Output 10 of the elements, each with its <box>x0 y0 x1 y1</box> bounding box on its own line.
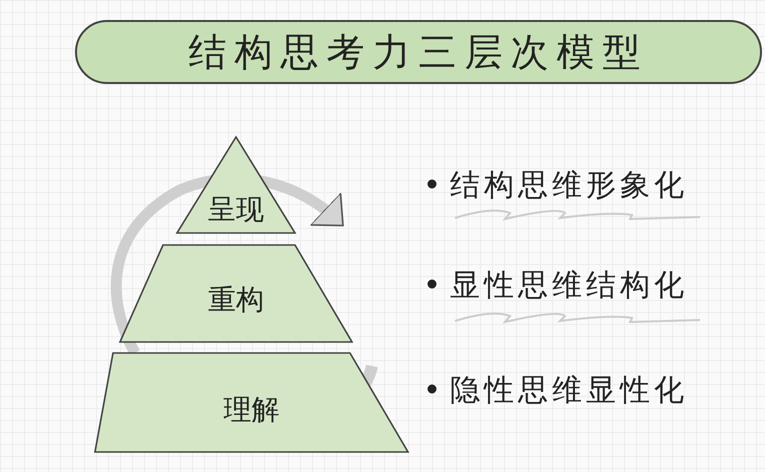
bullet-text: 结构思维形象化 <box>450 167 688 205</box>
pyramid-level <box>120 245 352 342</box>
pyramid-level <box>95 353 408 452</box>
bullet-text: 显性思维结构化 <box>450 267 688 305</box>
level-label: 呈现 <box>208 193 264 226</box>
pyramid-level <box>177 137 295 233</box>
title-banner: 结构思考力三层次模型 <box>75 20 762 84</box>
level-label: 理解 <box>224 393 280 426</box>
level-label: 重构 <box>208 283 264 316</box>
bullet-text: 隐性思维显性化 <box>450 372 688 410</box>
